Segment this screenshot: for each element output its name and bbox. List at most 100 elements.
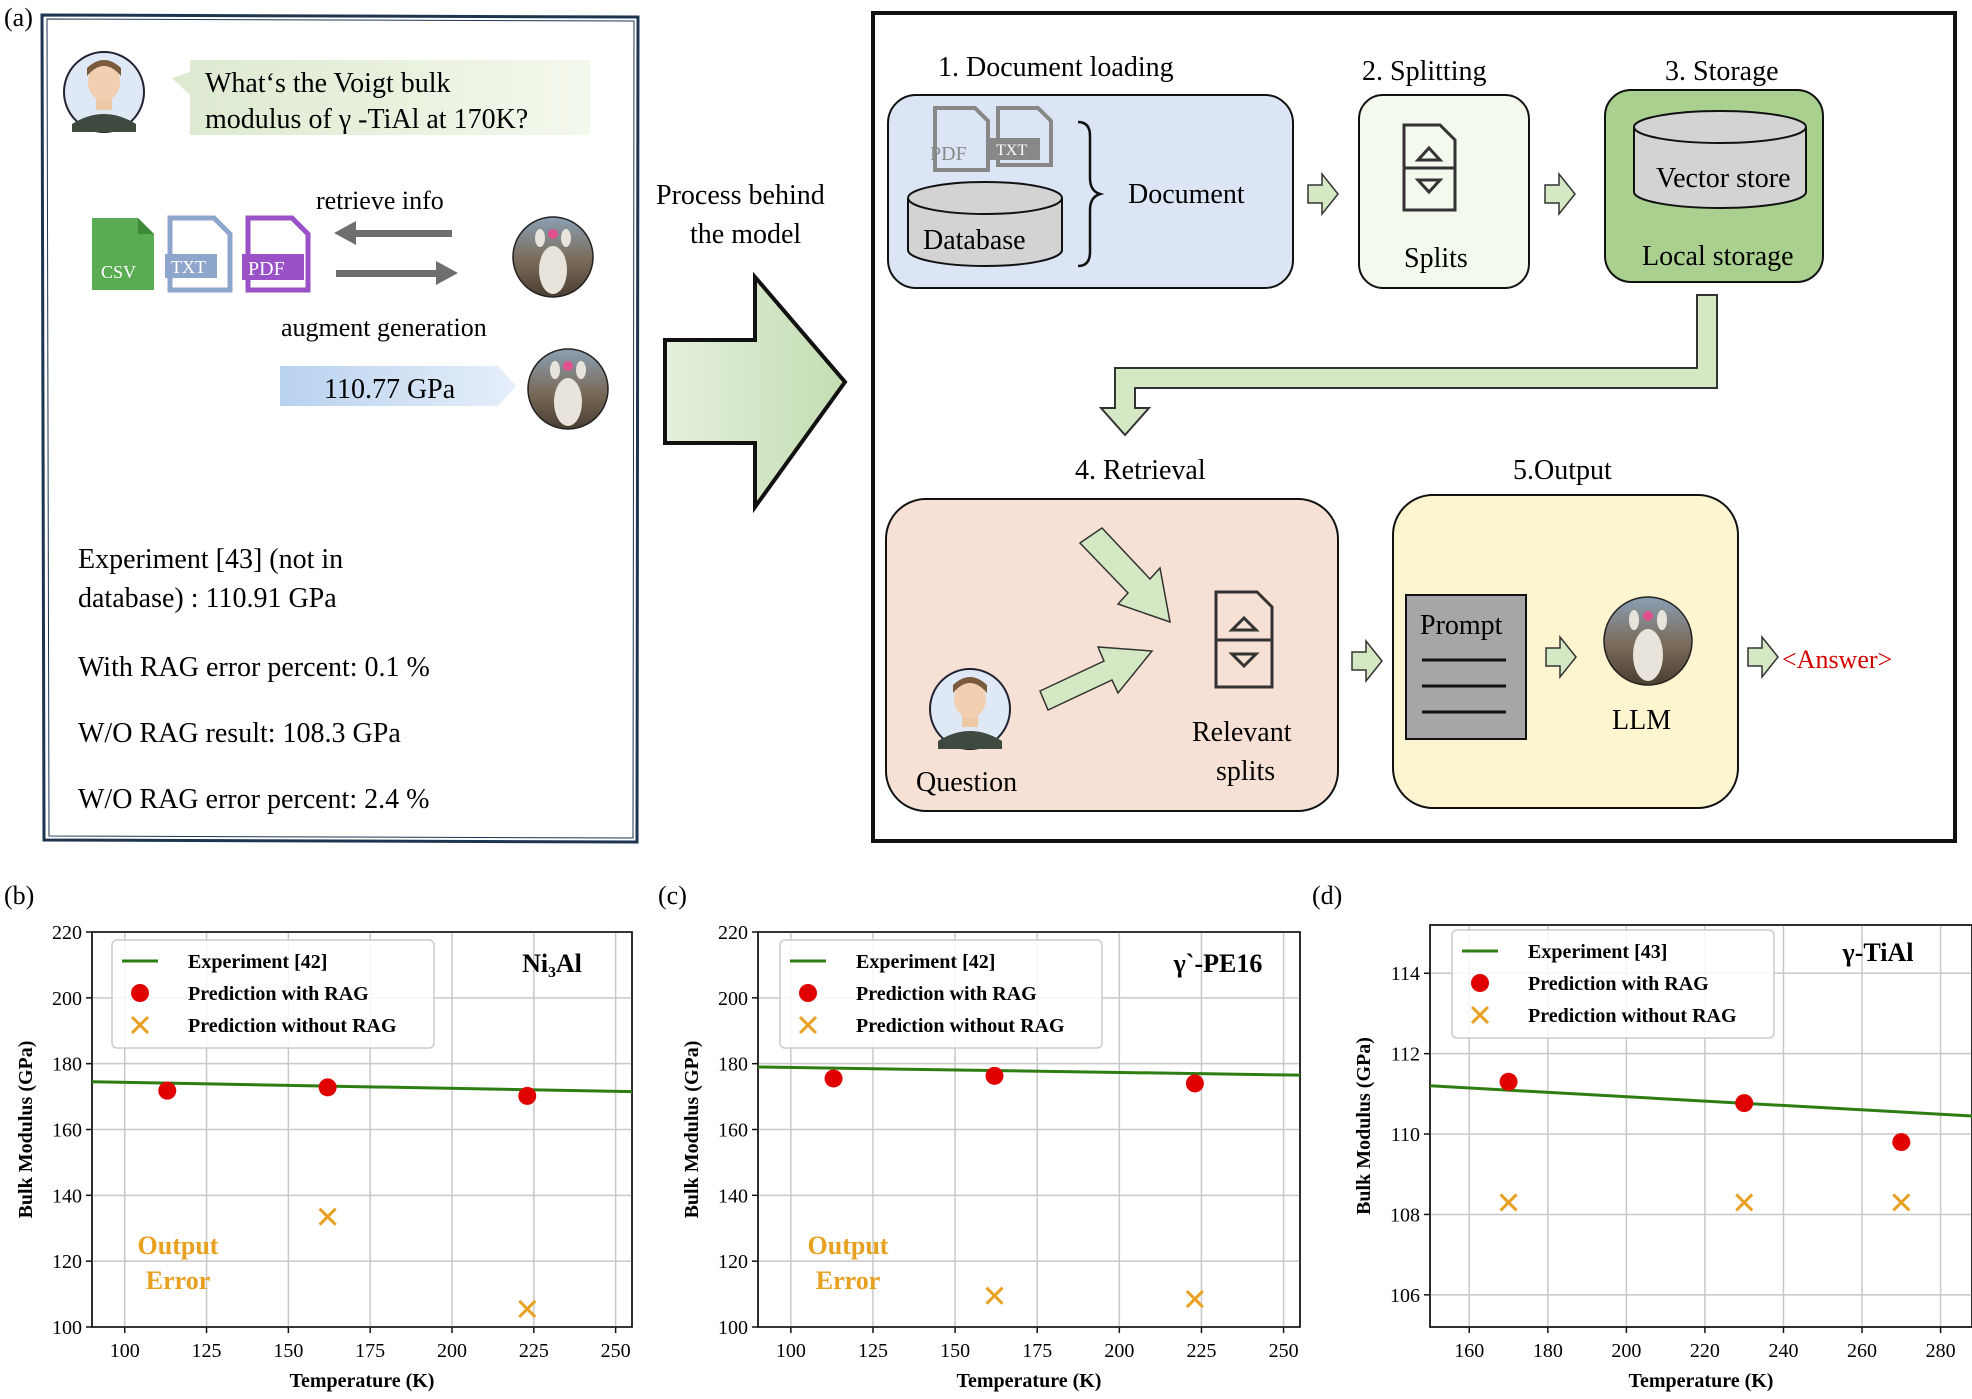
output-error-annotation-line2: Error [146,1266,211,1295]
x-tick-label: 280 [1926,1340,1956,1362]
y-tick-label: 220 [52,922,82,944]
legend-cross-marker [1470,1005,1490,1025]
no-rag-prediction-point [1735,1193,1754,1212]
rag-prediction-point [158,1081,177,1100]
x-tick-label: 125 [858,1340,888,1362]
answer-bubble [280,366,516,406]
rag-prediction-point [985,1066,1004,1085]
plot-border [1429,924,1972,1328]
x-tick-label: 180 [1533,1340,1563,1362]
x-tick-label: 100 [110,1340,140,1362]
chart-title: Ni₃Al [522,949,582,978]
legend-circle-marker [131,984,149,1002]
legend-label: Prediction with RAG [856,983,1037,1005]
pdf-gray-icon: PDF [930,106,990,172]
local-storage-label: Local storage [1642,241,1794,272]
x-tick-label: 260 [1847,1340,1877,1362]
y-axis-label: Bulk Modulus (GPa) [1353,1037,1375,1215]
txt-gray-icon: TXT [990,106,1053,167]
document-brace [1077,120,1105,268]
legend-box [1451,929,1775,1039]
output-error-annotation-line1: Output [138,1231,219,1260]
no-rag-prediction-point [1185,1289,1204,1309]
arrow-1-2 [1307,171,1339,217]
question-avatar [929,668,1011,750]
legend-label: Experiment [42] [188,951,327,973]
rag-prediction-point [1185,1074,1204,1093]
pdf-file-icon: PDF [242,215,311,293]
x-tick-label: 225 [519,1340,549,1362]
y-tick-label: 140 [718,1185,748,1207]
x-tick-label: 240 [1768,1340,1798,1362]
experiment-line [758,1065,1300,1077]
y-tick-label: 100 [718,1317,748,1339]
legend: Experiment [43]Prediction with RAGPredic… [1451,929,1775,1039]
wo-rag-error: W/O RAG error percent: 2.4 % [78,784,429,815]
retrieve-arrow [334,221,452,245]
relevant-splits-line1: Relevant [1192,717,1292,748]
step4-title: 4. Retrieval [1075,455,1206,486]
y-tick-label: 106 [1390,1285,1420,1307]
y-tick-label: 200 [718,988,748,1010]
vector-store-icon: Vector store [1633,110,1807,209]
panel-label-a: (a) [4,3,33,32]
llama-avatar-top [512,216,594,298]
rag-prediction-point [1499,1072,1518,1091]
x-tick-label: 200 [437,1340,467,1362]
y-tick-label: 140 [52,1185,82,1207]
split-doc-icon [1402,123,1457,212]
arrow-prompt-llm [1545,634,1577,680]
augment-arrow [336,261,458,285]
question-text-line1: What‘s the Voigt bulk [205,68,451,99]
txt-file-icon: TXT [165,215,233,293]
legend-box [779,939,1103,1049]
result-line2: database) : 110.91 GPa [78,583,337,614]
process-label-line1: Process behind [656,180,825,211]
x-tick-label: 220 [1690,1340,1720,1362]
x-tick-label: 250 [601,1340,631,1362]
x-tick-label: 100 [776,1340,806,1362]
experiment-line [1430,1084,1972,1118]
retrieve-info-label: retrieve info [316,186,444,215]
y-tick-label: 108 [1390,1204,1420,1226]
with-rag-error: With RAG error percent: 0.1 % [78,652,430,683]
y-tick-label: 112 [1391,1044,1420,1066]
query-arrow-left [1039,646,1154,712]
answer-label: <Answer> [1782,645,1892,674]
step2-title: 2. Splitting [1362,56,1486,87]
csv-file-icon: CSV [92,218,154,290]
svg-text:PDF: PDF [248,258,285,280]
y-tick-label: 114 [1391,963,1420,985]
legend: Experiment [42]Prediction with RAGPredic… [779,939,1103,1049]
legend-label: Prediction with RAG [188,983,369,1005]
vector-store-label: Vector store [1656,163,1791,194]
legend-label: Prediction with RAG [1528,973,1709,995]
output-error-annotation-line1: Output [808,1231,889,1260]
y-tick-label: 180 [718,1054,748,1076]
experiment-line [92,1080,632,1094]
document-label: Document [1128,179,1245,210]
legend: Experiment [42]Prediction with RAGPredic… [111,939,435,1049]
legend-circle-marker [1471,974,1489,992]
chart-title: γ-TiAl [1842,938,1914,967]
plot-border [91,931,633,1328]
no-rag-prediction-point [1892,1193,1911,1212]
x-axis-label: Temperature (K) [1629,1370,1774,1392]
no-rag-prediction-point [518,1299,537,1318]
x-axis-label: Temperature (K) [957,1370,1102,1392]
splitting-box [1358,94,1530,289]
llama-avatar-bottom [527,348,609,430]
legend-label: Prediction without RAG [856,1015,1065,1037]
legend-cross-marker [130,1015,150,1035]
y-axis-label: Bulk Modulus (GPa) [15,1041,37,1219]
rag-prediction-point [1735,1094,1754,1113]
y-tick-label: 200 [52,988,82,1010]
output-error-annotation-line2: Error [816,1266,881,1295]
x-tick-label: 160 [1454,1340,1484,1362]
rag-prediction-point [318,1078,337,1097]
rag-prediction-point [518,1086,537,1105]
prompt-card: Prompt [1405,594,1527,740]
